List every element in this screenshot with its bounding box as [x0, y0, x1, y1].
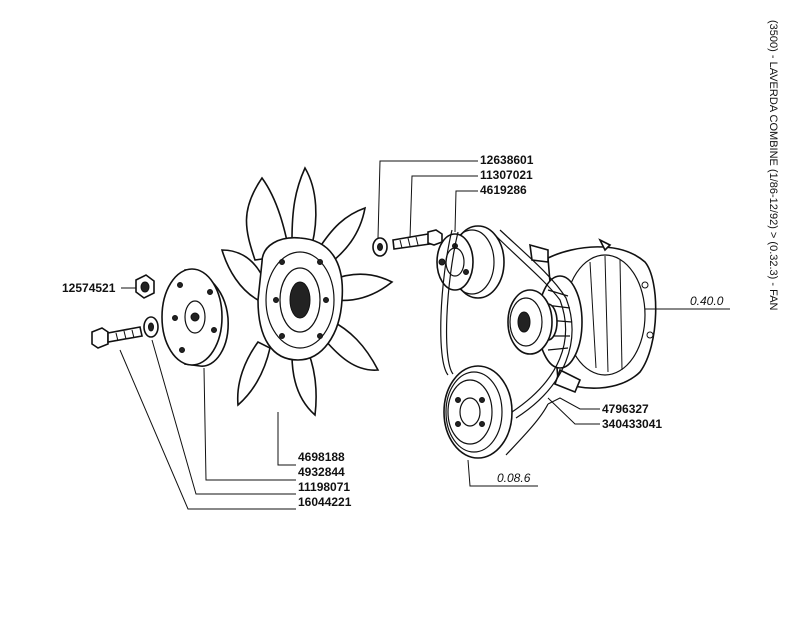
fan-illustration	[220, 166, 394, 417]
label-nut: 12574521	[62, 281, 116, 295]
washer-illustration	[143, 316, 159, 338]
ref-alternator: 0.40.0	[690, 294, 724, 308]
nut-illustration	[135, 274, 155, 299]
label-bolt: 16044221	[298, 495, 352, 509]
bolt-illustration	[91, 326, 143, 349]
label-washer-top: 12638601	[480, 153, 534, 167]
top-screw-illustration	[392, 229, 443, 250]
ref-water-pump: 0.08.6	[497, 471, 531, 485]
label-belt: 4796327	[602, 402, 649, 416]
label-spacer: 4932844	[298, 465, 345, 479]
label-belt-alt: 340433041	[602, 417, 662, 431]
label-fan: 4698188	[298, 450, 345, 464]
crank-pulley-illustration	[443, 365, 513, 459]
callout-leaders	[119, 160, 730, 510]
idler-pulley-illustration	[507, 289, 553, 355]
label-screw-top: 11307021	[480, 168, 533, 182]
spacer-plate-illustration	[161, 268, 229, 367]
label-washer: 11198071	[298, 480, 350, 494]
label-pulley: 4619286	[480, 183, 527, 197]
v-belt-illustration	[440, 229, 573, 456]
top-washer-illustration	[372, 237, 388, 257]
diagram-title: (3500) - LAVERDA COMBINE (1/86-12/92) > …	[767, 20, 779, 311]
pump-pulley-illustration	[436, 225, 505, 299]
